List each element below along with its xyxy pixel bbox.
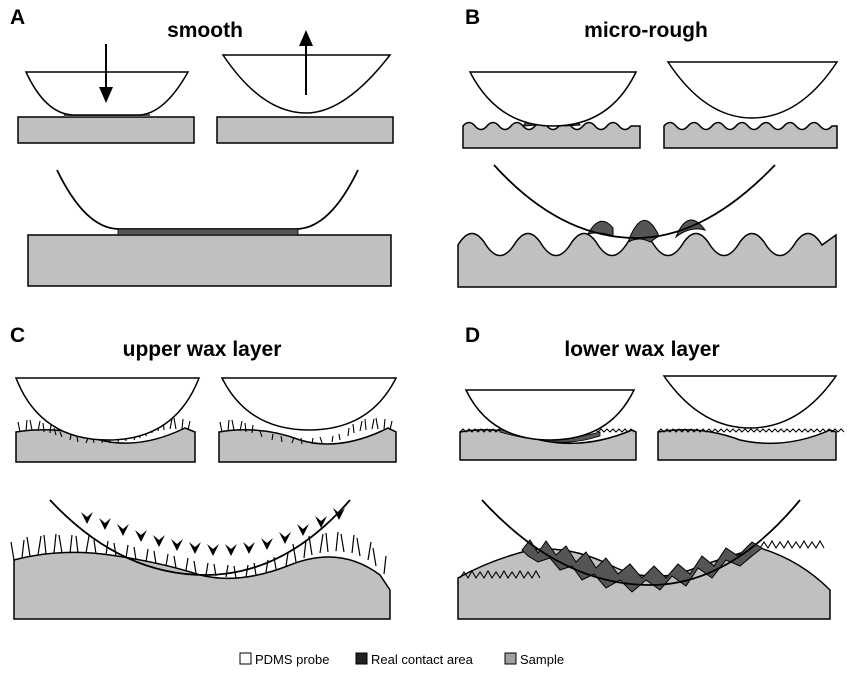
pdms-probe [220,377,398,431]
panel-letter-d: D [465,324,480,347]
panel-title-a: smooth [167,19,243,42]
panel-b: B micro-rough [457,6,839,288]
legend-swatch-probe [239,652,252,665]
sample-block [216,116,394,144]
pdms-probe [49,499,351,576]
panel-title-d: lower wax layer [564,338,719,361]
pdms-probe [464,389,636,441]
legend-label-probe: PDMS probe [255,652,329,667]
wax-sample [13,551,391,620]
panel-title-c: upper wax layer [123,338,282,361]
wax-crystals [10,531,387,579]
pdms-probe [493,164,776,239]
contact-area [521,539,763,593]
wax-crystals [459,539,825,580]
wax-sample [657,429,837,461]
legend: PDMS probe Real contact area Sample [239,652,564,667]
pdms-probe [481,499,801,586]
legend-label-sample: Sample [520,652,564,667]
legend-label-contact: Real contact area [371,652,474,667]
arrow-up-icon [299,30,313,95]
pdms-probe [468,71,638,127]
panel-letter-a: A [10,6,25,29]
panel-letter-c: C [10,324,25,347]
panel-letter-b: B [465,6,480,29]
rough-sample [457,232,837,288]
pdms-probe [666,61,839,119]
legend-swatch-sample [504,652,517,665]
pdms-probe [14,377,201,441]
wax-crystals [657,428,845,433]
sample-block [17,116,195,144]
pdms-probe [56,169,359,230]
panel-c: C upper wax layer [10,324,398,620]
rough-sample [663,121,838,149]
panel-title-b: micro-rough [584,19,708,42]
sample-block [27,234,392,287]
wax-crystals [219,417,393,445]
legend-swatch-contact [355,652,368,665]
panel-d: D lower wax layer [457,324,845,620]
pdms-probe [662,375,838,429]
panel-a: A smooth [10,6,394,287]
arrow-down-icon [99,44,113,103]
contact-area [117,228,299,236]
wax-sample [218,427,397,463]
wax-sample [457,547,831,620]
